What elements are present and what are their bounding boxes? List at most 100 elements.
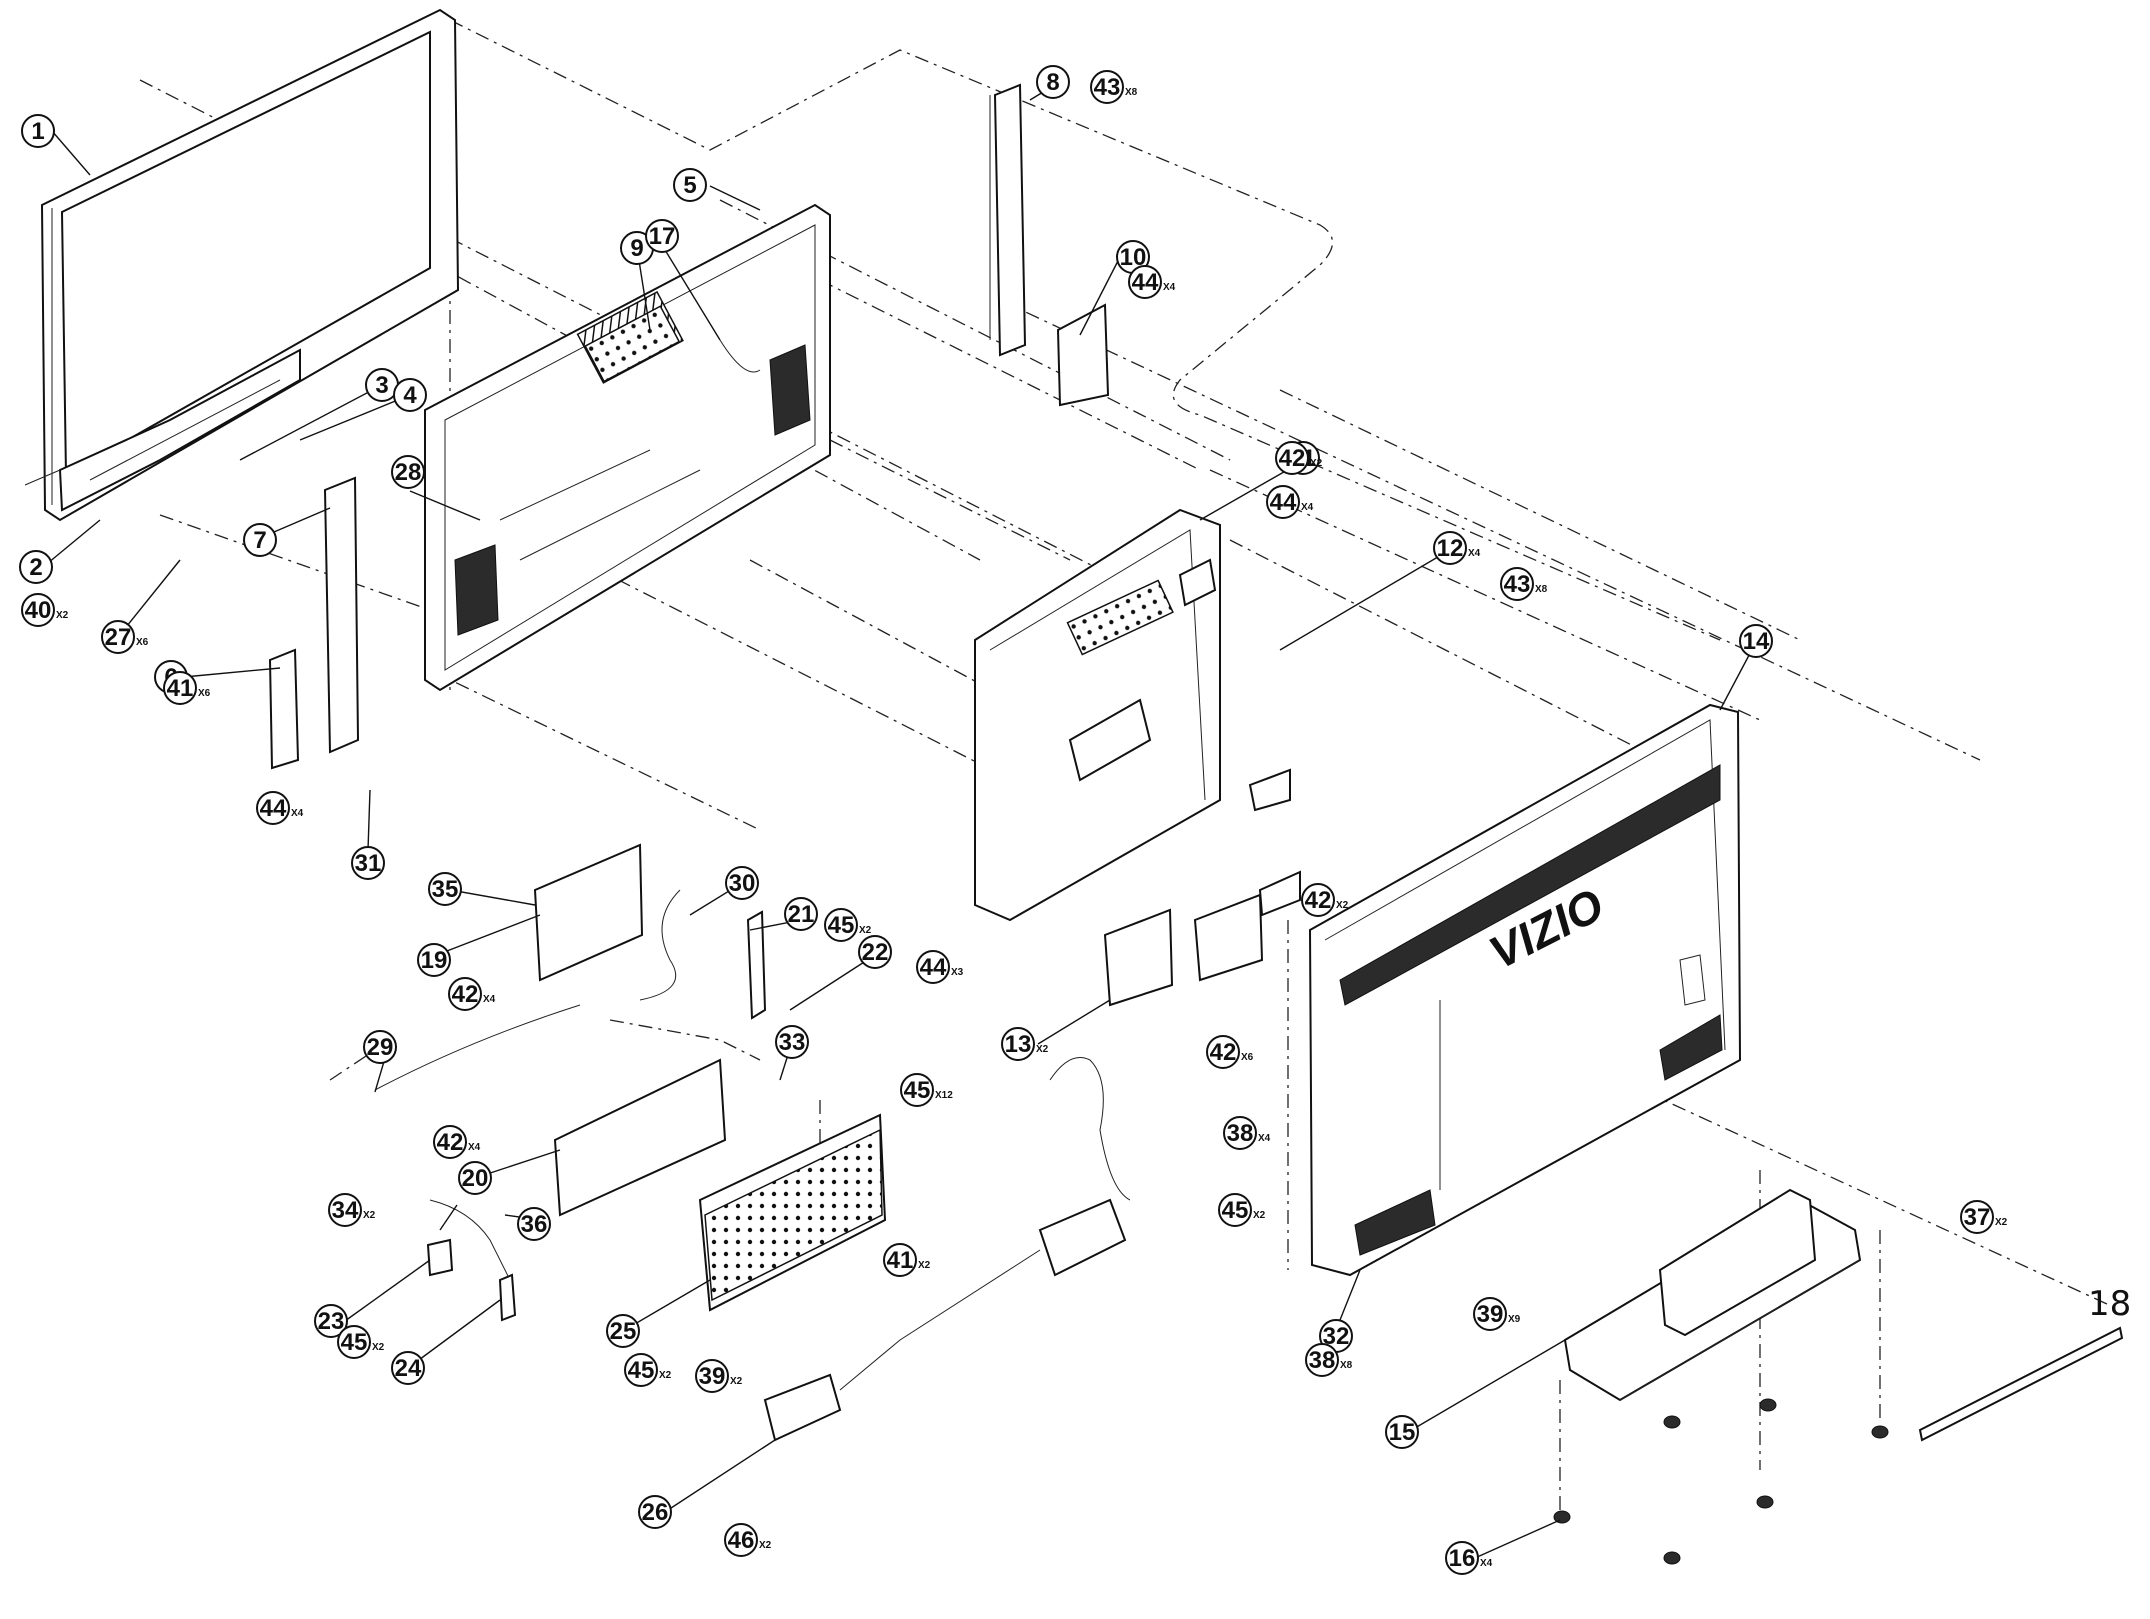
callout-quantity: X8 [1340,1360,1353,1371]
callout-39: 39 X2 [695,1359,743,1393]
callout-number: 45 [904,1077,931,1104]
callout-quantity: X6 [136,637,149,648]
callout-number: 45 [1222,1197,1249,1224]
callout-circle [417,943,451,977]
callout-quantity: X4 [468,1142,481,1153]
callout-circle [19,550,53,584]
callout-number: 44 [920,954,947,981]
front-bezel [24,8,460,522]
callout-44: 44 X4 [256,791,304,825]
callout-circle [1223,1116,1257,1150]
callout-circle [163,671,197,705]
callout-circle [645,219,679,253]
callout-quantity: X6 [198,688,211,699]
callout-number: 33 [779,1029,806,1056]
callout-32: 32 [1319,1319,1353,1353]
callout-circle [243,523,277,557]
callout-quantity: X4 [1468,548,1481,559]
callout-42: 42 X4 [433,1125,481,1159]
callout-number: 30 [729,870,756,897]
callout-number: 24 [395,1355,422,1382]
callout-15: 15 [1385,1415,1419,1449]
callout-circle [1433,531,1467,565]
callout-circle [328,1193,362,1227]
callout-quantity: X4 [291,808,304,819]
callout-quantity: X2 [363,1210,376,1221]
callout-10: 10 [1116,240,1150,274]
callout-circle [916,950,950,984]
callout-number: 43 [1094,74,1121,101]
callout-3: 3 [365,368,399,402]
callout-circle [458,1161,492,1195]
callout-number: 17 [649,223,676,250]
callout-circle [21,593,55,627]
callout-circle [638,1495,672,1529]
callout-circle [1266,485,1300,519]
callout-number: 27 [105,624,132,651]
callout-circle [1275,441,1309,475]
callout-30: 30 [725,866,759,900]
callout-circle [673,168,707,202]
callout-38: 38 X8 [1305,1343,1353,1377]
callout-number: 1 [31,118,44,145]
callout-26: 26 [638,1495,672,1529]
callout-8: 8 [1036,65,1070,99]
callout-circle [1090,70,1124,104]
callout-circle [337,1325,371,1359]
callout-circle [695,1359,729,1393]
callout-quantity: X4 [483,994,496,1005]
callout-number: 28 [395,459,422,486]
callout-number: 42 [437,1129,464,1156]
middle-frame [424,203,831,692]
main-chassis [974,508,1301,1007]
callout-circle [1001,1027,1035,1061]
callout-number: 38 [1309,1347,1336,1374]
callout-5: 5 [673,168,707,202]
callout-29: 29 [363,1030,397,1064]
callout-number: 40 [25,597,52,624]
callout-number: 23 [318,1308,345,1335]
callout-circle [1128,265,1162,299]
callout-circle [824,908,858,942]
callout-number: 34 [332,1197,359,1224]
callout-number: 12 [1437,535,1464,562]
callout-circle [1385,1415,1419,1449]
callout-circle [1305,1343,1339,1377]
callout-number: 43 [1504,571,1531,598]
strip-18 [1918,1326,2124,1442]
callout-33: 33 [775,1025,809,1059]
callout-quantity: X2 [730,1376,743,1387]
callout-circle [775,1025,809,1059]
callout-quantity: X2 [859,925,872,936]
callout-quantity: X2 [759,1540,772,1551]
callout-number: 45 [828,912,855,939]
callout-quantity: X2 [1310,458,1323,469]
callout-number: 42 [1210,1039,1237,1066]
callout-circle [517,1207,551,1241]
callout-number: 45 [628,1357,655,1384]
callout-number: 31 [355,850,382,877]
callout-43: 43 X8 [1500,567,1548,601]
callout-number: 14 [1743,628,1770,655]
callout-circle [1500,567,1534,601]
callout-number: 39 [699,1363,726,1390]
callout-number: 44 [260,795,287,822]
callout-quantity: X8 [1535,584,1548,595]
callout-quantity: X2 [1995,1217,2008,1228]
callout-number: 38 [1227,1120,1254,1147]
lower-components [374,843,1131,1442]
callout-number: 37 [1964,1204,1991,1231]
callout-circle [1960,1200,1994,1234]
callout-17: 17 [645,219,679,253]
callout-circle [883,1243,917,1277]
callout-quantity: X4 [1301,502,1314,513]
callout-25: 25 [606,1314,640,1348]
callout-number: 13 [1005,1031,1032,1058]
callout-number: 4 [403,382,417,409]
callout-21: 21 [784,897,818,931]
callout-quantity: X2 [372,1342,385,1353]
